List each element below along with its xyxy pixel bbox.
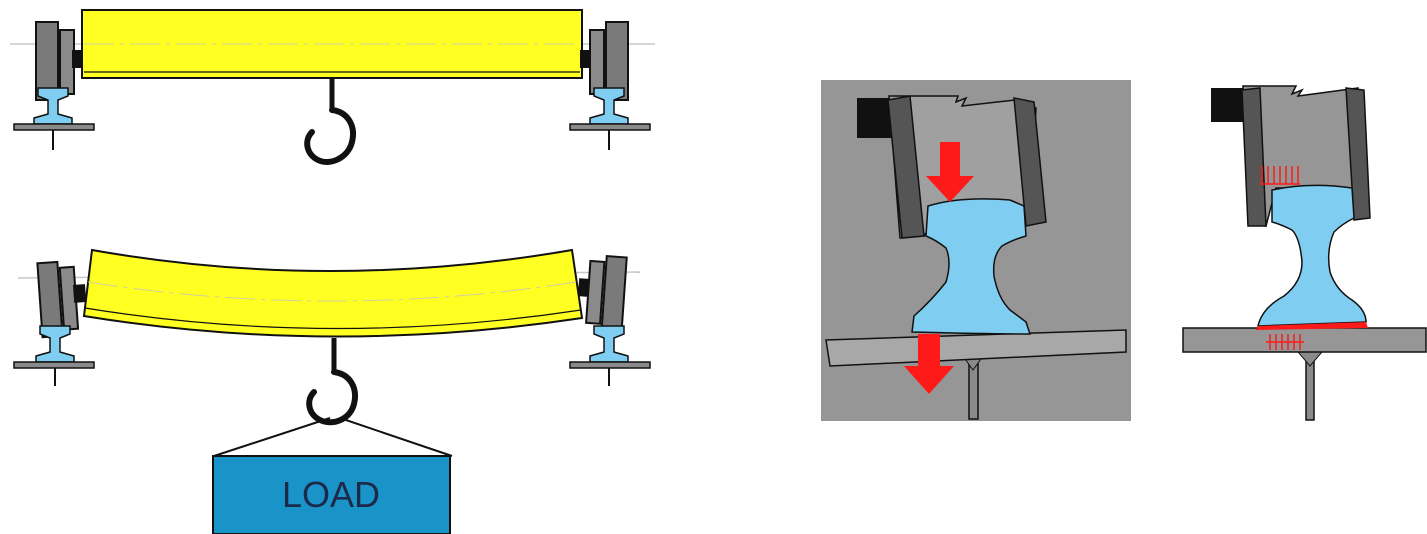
left-wheel-plate <box>1241 87 1267 227</box>
left-rail <box>13 87 95 150</box>
left-rail <box>13 325 95 386</box>
crane-rail <box>1257 184 1367 327</box>
sling-left <box>213 417 331 457</box>
crane-hook-icon <box>306 338 358 426</box>
rail-bending-detail <box>821 80 1131 421</box>
down-arrow-icon <box>904 334 954 394</box>
right-rail <box>569 87 651 150</box>
right-end-truck <box>577 255 628 333</box>
right-rail <box>569 325 651 386</box>
left-wheel-plate <box>887 95 925 239</box>
loaded-crane-assembly: LOAD <box>13 248 651 534</box>
runway-beam-flange <box>1182 327 1427 353</box>
down-arrow-icon <box>926 142 974 202</box>
sling-right <box>339 417 453 457</box>
left-end-truck <box>36 260 87 339</box>
right-wheel-plate <box>1345 87 1371 221</box>
contact-stress-band <box>1256 322 1368 330</box>
load-box: LOAD <box>212 455 451 534</box>
crane-hook-icon <box>304 78 356 165</box>
unloaded-crane-assembly <box>10 9 655 165</box>
contact-stress-marks <box>1260 166 1300 185</box>
deflected-crane-girder <box>82 248 584 338</box>
right-end-truck <box>580 21 629 101</box>
contact-stress-marks <box>1266 334 1304 350</box>
crane-rail <box>911 198 1032 335</box>
load-label: LOAD <box>282 474 380 515</box>
rail-contact-detail <box>1182 85 1427 421</box>
right-wheel-plate <box>1013 97 1047 227</box>
